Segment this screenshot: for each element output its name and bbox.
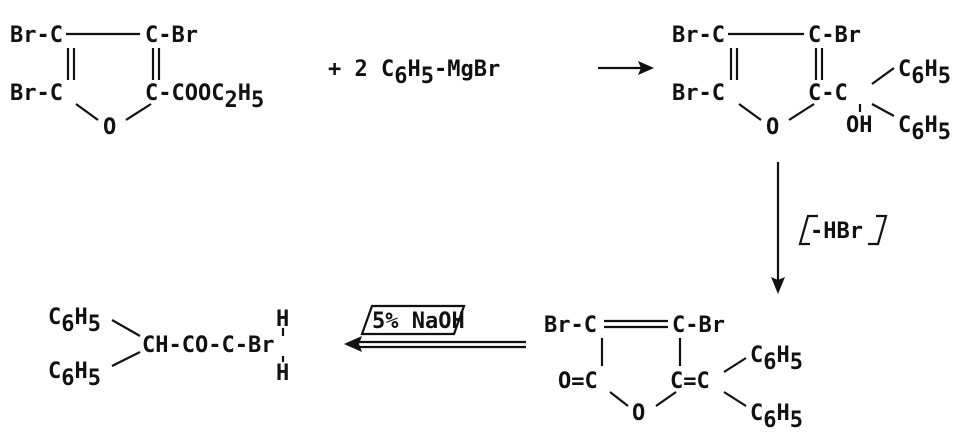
- final-hydrogen-bottom: H: [276, 361, 289, 386]
- product2-c-c-exocyclic: C=C: [670, 369, 710, 394]
- condition-minus-hbr-label: -HBr: [810, 219, 863, 244]
- reactant1-ester-group: C-COOC2H5: [145, 81, 264, 113]
- final-phenyl-bond-up: [111, 319, 141, 337]
- product2-phenyl-lower: C6H5: [750, 401, 803, 433]
- product1-br-c-bottom-left: Br-C: [672, 81, 725, 106]
- product1-br-c-top-left: Br-C: [672, 23, 725, 48]
- product2-phenyl-bond-down: [723, 391, 747, 407]
- product2-ring-o-bond-left: [609, 391, 629, 407]
- product1-carbinol-bond-up: [871, 67, 895, 85]
- product1-c-br-top-right: C-Br: [808, 23, 861, 48]
- product2-o-c-carbonyl: O=C: [558, 369, 598, 394]
- reactant1-ring-o-bond-right: [125, 103, 152, 121]
- reaction-arrow-right: [598, 61, 654, 75]
- final-phenyl-bond-down: [111, 351, 141, 367]
- product1-phenyl-upper: C6H5: [898, 57, 951, 89]
- reactant1-c-br-top-right: C-Br: [145, 23, 198, 48]
- reactant1-ring-o-bond-left: [75, 103, 99, 121]
- product1-carbinol-bond-down: [871, 103, 895, 117]
- reagent-formula: + 2 C6H5-MgBr: [328, 57, 500, 89]
- product1-ring-o-bond-left: [738, 103, 762, 121]
- condition-naoh: 5% NaOH: [360, 304, 466, 336]
- final-phenyl-lower: C6H5: [48, 359, 101, 391]
- product1-c-c-chain: C-C: [808, 81, 848, 106]
- product1-ring-o-bond-right: [788, 103, 815, 121]
- product1-hydroxyl: OH: [846, 113, 873, 138]
- product-lactone: Br-C C-Br O=C C=C O C6H5 C6H5: [544, 313, 803, 433]
- product1-ring-oxygen: O: [766, 115, 779, 140]
- reagent-phenylmagnesium-bromide: + 2 C6H5-MgBr: [328, 57, 500, 89]
- reactant1-br-c-top-left: Br-C: [10, 23, 63, 48]
- reaction-arrow-left: [344, 336, 526, 352]
- product1-phenyl-lower: C6H5: [898, 113, 951, 145]
- final-ketone-chain: CH-CO-C-Br: [142, 333, 274, 358]
- reactant1-ring-oxygen: O: [103, 115, 116, 140]
- product-carbinol: Br-C C-Br Br-C C-C O OH C6H5 C6H5: [672, 23, 951, 145]
- final-phenyl-upper: C6H5: [48, 305, 101, 337]
- reactant1-br-c-bottom-left: Br-C: [10, 81, 63, 106]
- product2-ring-o-bond-right: [655, 391, 677, 407]
- reactant-dibromofuran-ester: Br-C C-Br Br-C C-COOC2H5 O: [10, 23, 264, 140]
- product2-ring-oxygen: O: [632, 401, 645, 426]
- product2-phenyl-bond-up: [723, 357, 747, 373]
- final-product-bromoketone: C6H5 C6H5 CH-CO-C-Br H H: [48, 305, 289, 391]
- condition-minus-hbr: -HBr: [798, 214, 888, 246]
- final-hydrogen-top: H: [276, 307, 289, 332]
- condition-naoh-label: 5% NaOH: [372, 309, 465, 334]
- reaction-arrow-down: [771, 162, 785, 294]
- product2-phenyl-upper: C6H5: [750, 343, 803, 375]
- product2-c-br: C-Br: [672, 313, 725, 338]
- product2-br-c: Br-C: [544, 313, 597, 338]
